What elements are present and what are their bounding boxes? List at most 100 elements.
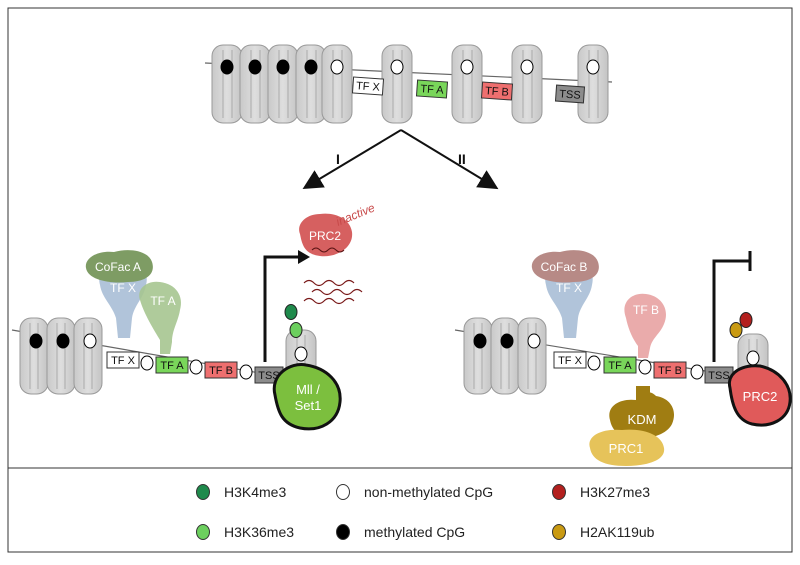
tf-a-site-label: TF A: [420, 83, 445, 97]
h3k36me3-mark: [289, 322, 303, 338]
cofac-a-protein: [85, 250, 153, 283]
non-methylated-cpg: [586, 59, 600, 75]
methylated-cpg: [220, 59, 234, 75]
tf-x-site: [106, 351, 140, 369]
non-methylated-cpg: [239, 364, 253, 380]
h3k27me3-mark: [739, 312, 753, 328]
non-methylated-cpg: [460, 59, 474, 75]
kdm-protein: [609, 392, 675, 439]
non-methylated-cpg: [746, 350, 760, 366]
nucleosome: [463, 317, 493, 395]
tss-site-label: TSS: [258, 370, 279, 382]
legend-item-non-methylated-cpg: non-methylated CpG: [336, 484, 493, 500]
arrow-right-label: II: [458, 151, 466, 167]
mll-label-line2: Set1: [295, 398, 322, 413]
tf-a-site-label: TF A: [608, 360, 632, 372]
tf-a-site: [603, 356, 637, 374]
tf-b-site: [204, 361, 238, 379]
legend-label-h3k27me3: H3K27me3: [580, 484, 651, 500]
cofac-b-protein: [531, 250, 599, 283]
legend-item-h3k4me3: H3K4me3: [196, 484, 286, 500]
nucleosome: [577, 44, 609, 124]
prc2-protein: [727, 364, 792, 427]
tf-x-protein-label: TF X: [556, 281, 582, 295]
non-methylated-cpg: [527, 333, 541, 349]
nucleosome: [46, 317, 76, 395]
tf-x-protein-label: TF X: [110, 281, 136, 295]
non-methylated-cpg: [638, 359, 652, 375]
arrow-right: [400, 129, 499, 190]
nucleosome: [267, 44, 299, 124]
legend-item-methylated-cpg: methylated CpG: [336, 524, 465, 540]
tf-x-site: [553, 351, 587, 369]
nucleosome: [211, 44, 243, 124]
methylated-cpg: [276, 59, 290, 75]
legend: H3K4me3 H3K36me3 non-methylated CpG meth…: [0, 468, 800, 560]
non-methylated-cpg: [587, 355, 601, 371]
prc2-inactive-label: PRC2: [309, 229, 341, 243]
transcription-arrow: [263, 255, 300, 362]
legend-label-h3k4me3: H3K4me3: [224, 484, 287, 500]
prc1-protein: [589, 429, 665, 466]
tf-b-site: TF B: [480, 81, 514, 101]
legend-item-h3k36me3: H3K36me3: [196, 524, 294, 540]
mll-label-line1: Mll /: [296, 382, 320, 397]
tf-a-protein-label: TF A: [150, 294, 175, 308]
non-methylated-cpg-swatch: [336, 484, 350, 500]
methylated-cpg: [248, 59, 262, 75]
top-chromatin: TF X TF A TF B TSS: [204, 44, 613, 124]
prc2-inactive-status: inactive: [334, 200, 377, 228]
tf-b-site: [653, 361, 687, 379]
tf-x-site-label: TF X: [356, 80, 381, 94]
nucleosome: [73, 317, 103, 395]
non-methylated-cpg: [390, 59, 404, 75]
tf-b-site-label: TF B: [209, 365, 233, 377]
tss-site-label: TSS: [708, 370, 729, 382]
methylated-cpg: [500, 333, 514, 349]
methylated-cpg: [29, 333, 43, 349]
figure-border: [7, 7, 793, 553]
prc2-label: PRC2: [743, 389, 778, 404]
non-methylated-cpg: [520, 59, 534, 75]
legend-label-h2ak119ub: H2AK119ub: [580, 524, 655, 540]
tss-site-label: TSS: [559, 88, 581, 101]
prc2-inactive-protein: [299, 213, 353, 257]
non-methylated-cpg: [690, 364, 704, 380]
mll-set1-protein: [272, 363, 342, 431]
tss-site: TSS: [554, 84, 586, 104]
legend-item-h3k27me3: H3K27me3: [552, 484, 650, 500]
methylated-cpg: [304, 59, 318, 75]
tf-b-protein-label: TF B: [633, 303, 659, 317]
nucleosome: [511, 44, 543, 124]
h3k4me3-mark: [284, 304, 298, 320]
cofac-a-label: CoFac A: [95, 260, 141, 274]
tf-x-site-label: TF X: [558, 355, 582, 367]
methylated-cpg-swatch: [336, 524, 350, 540]
right-panel: TF X TF A TF B TSS TF X CoFac B TF B KDM…: [454, 250, 792, 466]
legend-label-non-methylated-cpg: non-methylated CpG: [364, 484, 494, 500]
rna-transcript: [311, 288, 363, 296]
non-methylated-cpg: [83, 333, 97, 349]
rna-transcript: [303, 279, 355, 287]
rna-transcript: [303, 297, 355, 305]
kdm-stalk: [636, 386, 650, 400]
tf-a-site: [155, 356, 189, 374]
nucleosome: [381, 44, 413, 124]
tf-b-protein: [624, 293, 666, 358]
non-methylated-cpg: [330, 59, 344, 75]
cofac-b-label: CoFac B: [541, 260, 588, 274]
nucleosome: [239, 44, 271, 124]
arrow-left: [302, 129, 402, 190]
nucleosome: [490, 317, 520, 395]
left-panel: TF X TF A TF B TSS TF X CoFac A TF A PRC…: [11, 200, 377, 431]
nucleosome: [19, 317, 49, 395]
tf-b-site-label: TF B: [485, 85, 510, 99]
branch-arrows: I II: [302, 129, 499, 190]
nucleosome: [451, 44, 483, 124]
tf-a-site: TF A: [415, 79, 449, 99]
transcription-arrow-head: [298, 250, 310, 264]
h3k36me3-swatch: [196, 524, 210, 540]
rna-bound-prc2: [311, 247, 345, 253]
